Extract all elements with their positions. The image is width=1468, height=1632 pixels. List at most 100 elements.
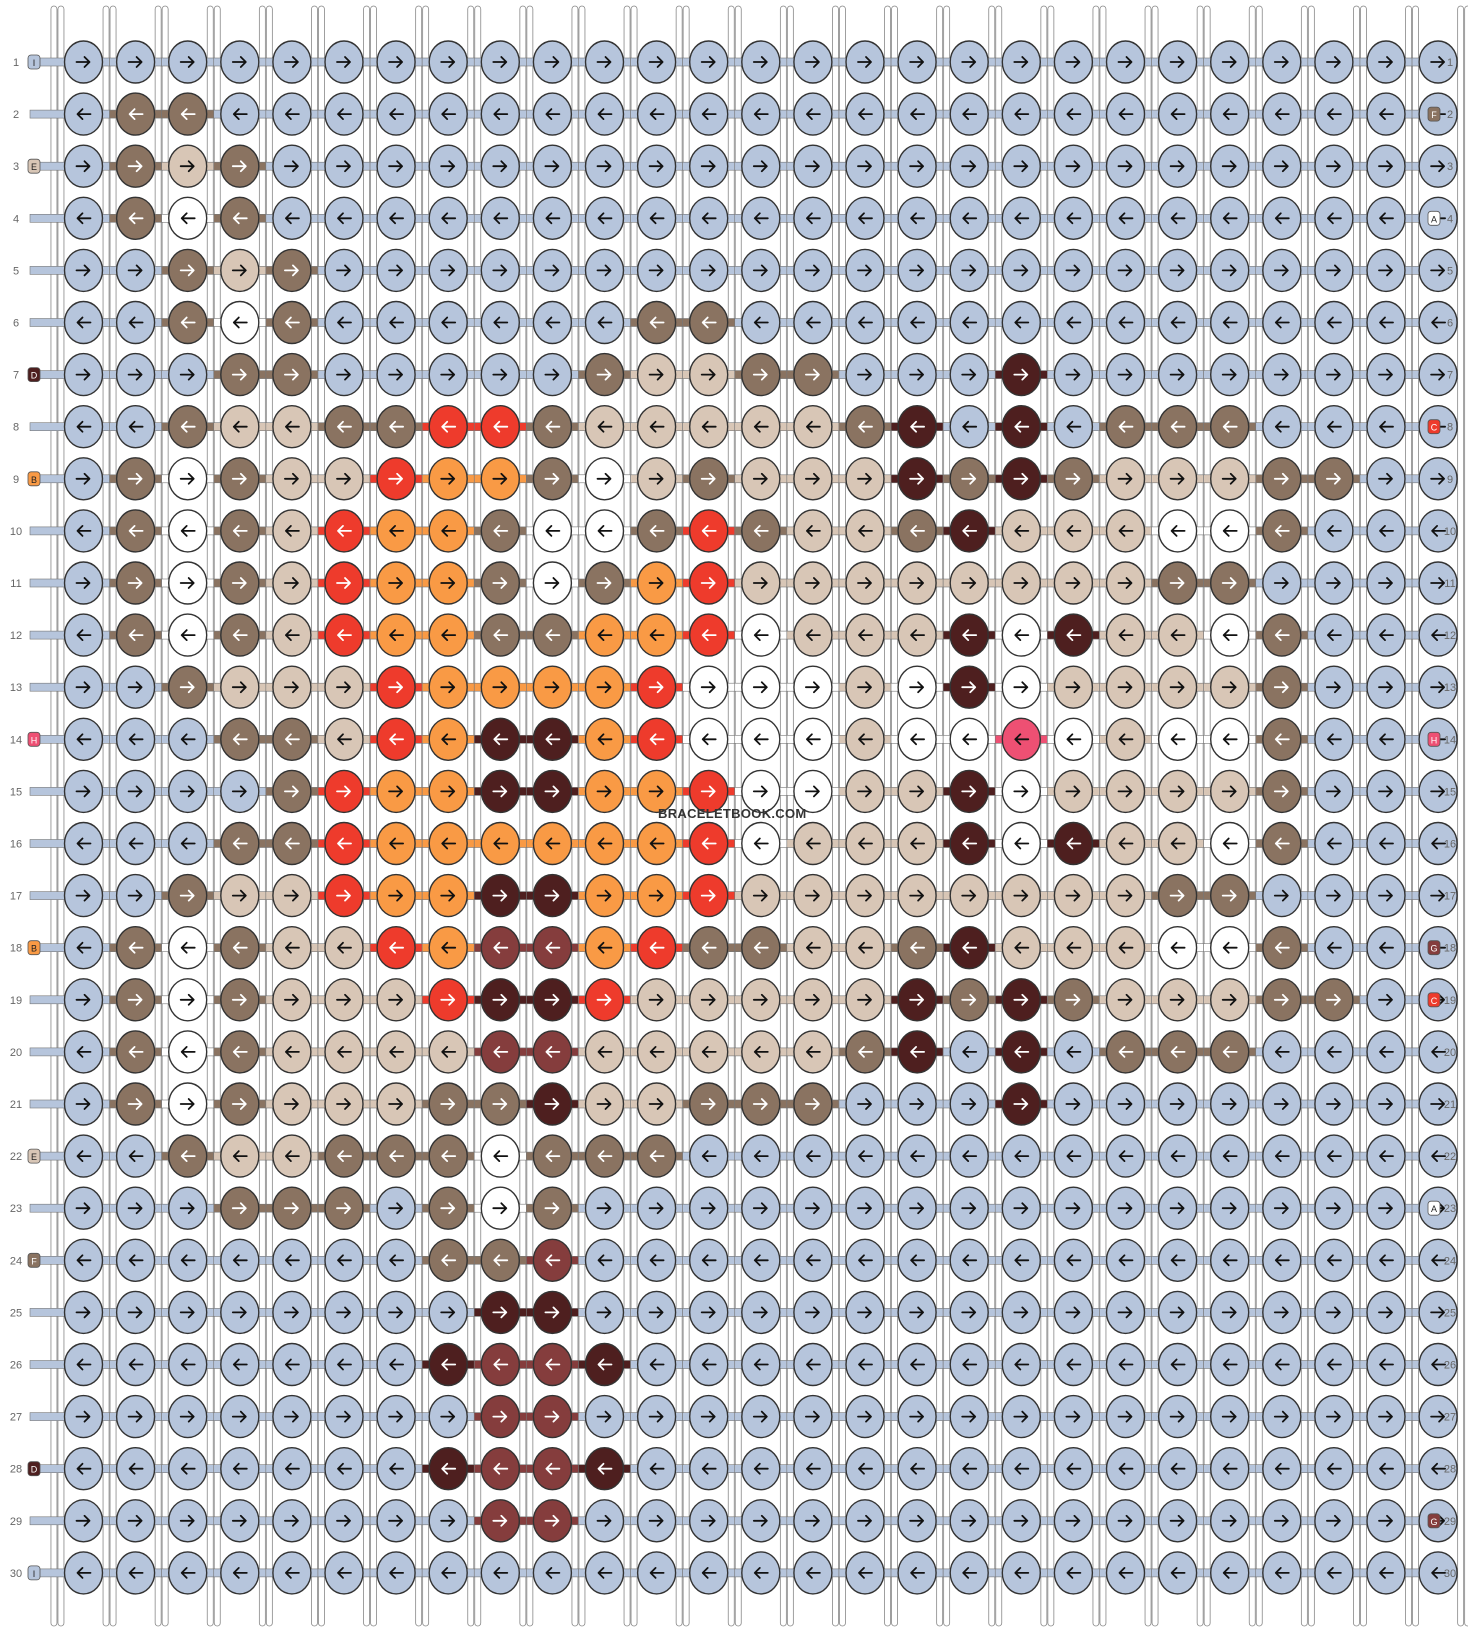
knot (428, 1499, 468, 1543)
knot (63, 1030, 104, 1074)
knot (1053, 1290, 1094, 1335)
row-number-left: 6 (13, 318, 19, 330)
arrow-left-icon (337, 316, 352, 329)
knot (428, 1134, 468, 1178)
knot (115, 1342, 156, 1387)
arrow-left-icon (1014, 212, 1030, 225)
knot (1105, 1394, 1146, 1439)
knot (1209, 1030, 1250, 1074)
arrow-left-icon (1222, 108, 1238, 120)
knot (793, 926, 833, 970)
knot (272, 769, 312, 814)
knot (1262, 196, 1302, 241)
knot (1314, 561, 1354, 605)
knot (636, 1342, 677, 1387)
knot (1209, 1082, 1250, 1126)
knot (1053, 144, 1094, 188)
knot (1105, 405, 1146, 449)
knot (532, 1499, 573, 1543)
knot (1053, 300, 1094, 345)
knot (845, 1186, 885, 1230)
knot (1314, 1446, 1354, 1491)
knot (1157, 1186, 1198, 1230)
knot (1105, 300, 1146, 345)
arrow-left-icon (1170, 316, 1186, 329)
knot (115, 144, 156, 188)
vertical-strand (630, 5, 638, 1627)
arrow-left-icon (389, 108, 404, 120)
knot (793, 92, 833, 136)
knot (689, 457, 729, 501)
knot (272, 717, 312, 761)
knot (1209, 196, 1250, 241)
arrow-left-icon (1118, 316, 1134, 329)
knot (689, 509, 729, 553)
knot (1157, 40, 1198, 84)
knot (1001, 1238, 1041, 1283)
knot (532, 92, 573, 136)
knot (63, 1499, 104, 1543)
row-number-left: 13 (10, 682, 22, 694)
knot (376, 1499, 416, 1543)
knot (584, 1551, 625, 1595)
row-number-right: 8 (1447, 422, 1453, 434)
knot (167, 1290, 208, 1335)
knot (115, 873, 156, 918)
knot (845, 665, 885, 709)
row-number-left: 18 (10, 943, 22, 955)
arrow-right-icon (857, 56, 872, 68)
knot (63, 769, 104, 814)
knot (793, 1134, 833, 1178)
knot (845, 92, 885, 136)
knot (845, 300, 885, 345)
knot (115, 561, 156, 605)
knot (1366, 1342, 1406, 1387)
arrow-left-icon (76, 108, 92, 120)
knot (1366, 248, 1406, 293)
vertical-strand (786, 5, 794, 1627)
knot (1053, 821, 1094, 866)
knot (532, 457, 573, 501)
knot (1001, 873, 1041, 918)
knot (272, 352, 312, 397)
knot (584, 873, 625, 918)
knot (1105, 1082, 1146, 1126)
knot (272, 144, 312, 188)
vertical-strand (370, 5, 377, 1627)
knot (63, 613, 104, 657)
knot (793, 561, 833, 605)
knot (324, 1446, 364, 1491)
knot (480, 926, 520, 970)
knot (1314, 405, 1354, 449)
knot (845, 1499, 885, 1543)
knot (220, 509, 260, 553)
knot (63, 300, 104, 345)
knot (480, 665, 520, 709)
knot (115, 1394, 156, 1439)
knot (636, 613, 677, 657)
vertical-strands (50, 5, 1468, 1627)
knot (1157, 248, 1198, 293)
knot (1209, 1134, 1250, 1178)
knot (584, 352, 625, 397)
knot (324, 1082, 364, 1126)
knot (1314, 40, 1354, 84)
knot (428, 978, 468, 1022)
knot (1314, 92, 1354, 136)
arrow-right-icon (75, 160, 91, 173)
knot (220, 1342, 260, 1387)
arrow-left-icon (180, 108, 196, 120)
knot (1366, 40, 1406, 84)
knot (1105, 1030, 1146, 1074)
knot (115, 613, 156, 657)
knot (1366, 665, 1406, 709)
arrow-left-icon (962, 108, 978, 120)
knot (1262, 40, 1302, 84)
knot (272, 457, 312, 501)
knot (584, 196, 625, 241)
string-letter: I (33, 1569, 36, 1579)
knot (480, 457, 520, 501)
knot (480, 613, 520, 657)
knot (1262, 873, 1302, 918)
string-letter: I (33, 58, 36, 68)
